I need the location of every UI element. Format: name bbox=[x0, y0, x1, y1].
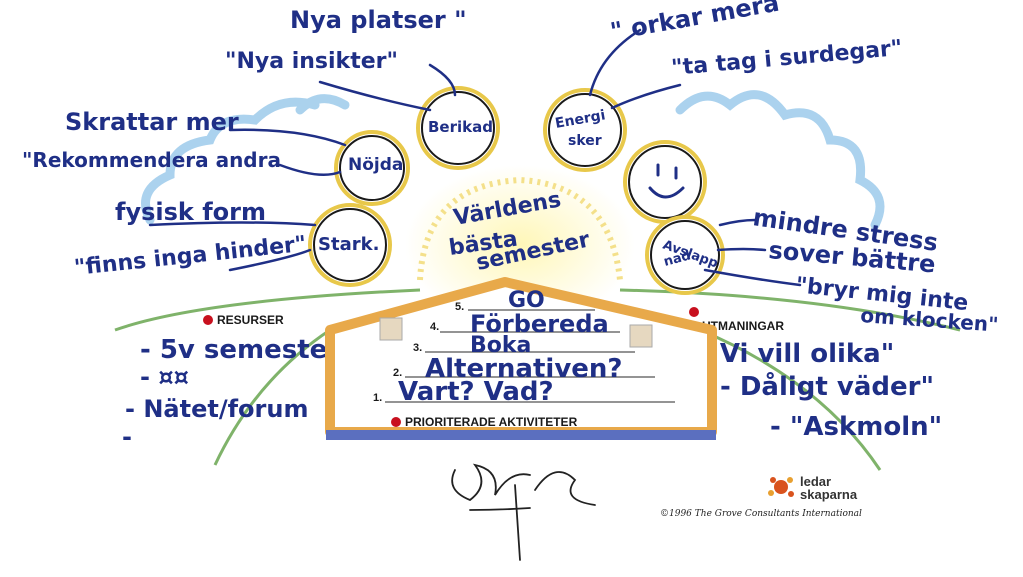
circle-stark: Stark. bbox=[308, 203, 392, 287]
copyright-note: ©1996 The Grove Consultants Internationa… bbox=[660, 509, 862, 519]
activity-pyramid bbox=[325, 277, 717, 440]
note-orkar: " orkar mera bbox=[608, 0, 781, 46]
logo-mark-icon bbox=[768, 477, 794, 497]
note-fysisk: fysisk form bbox=[115, 198, 266, 226]
circle-berikad: Berikad bbox=[416, 86, 500, 170]
activity-num-4: 4. bbox=[430, 321, 439, 333]
resurser-item-3: - Nätet/forum bbox=[125, 395, 308, 423]
activity-text-3: Boka bbox=[470, 333, 531, 358]
note-skrattar: Skrattar mer bbox=[65, 108, 239, 136]
utmaningar-title: UTMANINGAR bbox=[702, 319, 784, 333]
activity-text-1: Vart? Vad? bbox=[398, 377, 554, 407]
utmaningar-item-1: - Vi vill olika" bbox=[700, 339, 894, 369]
activity-num-2: 2. bbox=[393, 367, 402, 379]
circle-smiley bbox=[623, 140, 707, 224]
right-cloud bbox=[675, 90, 885, 230]
utmaningar-item-3: - "Askmoln" bbox=[770, 412, 942, 442]
note-finns: "finns inga hinder" bbox=[73, 232, 307, 281]
signature-scribble bbox=[451, 463, 596, 561]
resurser-item-2: - ¤¤ bbox=[140, 363, 189, 391]
utmaningar-dot bbox=[689, 307, 699, 317]
activity-num-3: 3. bbox=[413, 342, 422, 354]
utmaningar-item-2: - Dåligt väder" bbox=[720, 370, 934, 402]
circle-avslappnad: Avslapp nad bbox=[645, 215, 725, 295]
note-rekommendera: "Rekommendera andra bbox=[22, 148, 281, 172]
note-nya-platser: Nya platser " bbox=[290, 6, 467, 34]
circle-energi: Energi sker bbox=[543, 88, 627, 172]
resurser-item-1: - 5v semester bbox=[140, 335, 340, 365]
resurser-dot bbox=[203, 315, 213, 325]
logo-line-2: skaparna bbox=[800, 487, 858, 502]
activity-text-2: Alternativen? bbox=[425, 354, 623, 384]
note-bryr-2: om klocken" bbox=[860, 303, 1000, 337]
smiley-icon bbox=[648, 163, 685, 199]
circle-label: Berikad bbox=[428, 118, 493, 136]
note-nya-insikter: "Nya insikter" bbox=[225, 49, 398, 74]
circle-label: nad bbox=[662, 248, 692, 270]
activity-text-4: Förbereda bbox=[470, 310, 609, 338]
circle-nojd: Nöjda bbox=[334, 130, 410, 206]
circle-label: Nöjda bbox=[348, 155, 403, 175]
sun-glow bbox=[405, 165, 635, 325]
resurser-title: RESURSER bbox=[217, 313, 284, 327]
activities-title: PRIORITERADE AKTIVITETER bbox=[405, 415, 578, 429]
connector-lines bbox=[148, 28, 802, 287]
activity-num-1: 1. bbox=[373, 392, 382, 404]
logo-line-1: ledar bbox=[800, 474, 831, 489]
left-cloud bbox=[141, 94, 350, 225]
activity-num-5: 5. bbox=[455, 301, 464, 313]
note-ta-tag: "ta tag i surdegar" bbox=[670, 36, 903, 81]
resurser-item-4: - bbox=[122, 423, 132, 451]
activity-text-5: GO bbox=[508, 288, 545, 313]
circle-label: sker bbox=[568, 133, 602, 149]
ledarskaparna-logo: ledar skaparna bbox=[768, 474, 858, 502]
activities-dot bbox=[391, 417, 401, 427]
circle-label: Stark. bbox=[318, 234, 379, 255]
